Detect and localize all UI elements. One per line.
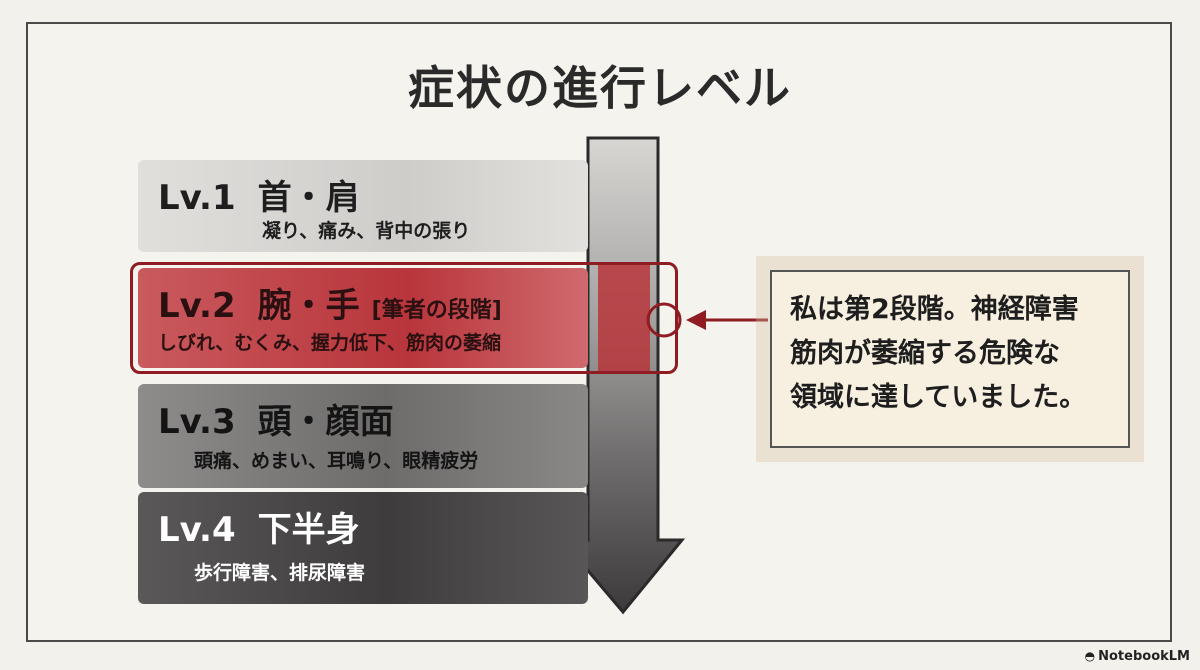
level-1-symptoms: 凝り、痛み、背中の張り	[262, 220, 471, 242]
level-2-label: Lv.2	[158, 286, 236, 326]
level-2-name: 腕・手	[257, 286, 360, 326]
level-1-band: Lv.1 首・肩 凝り、痛み、背中の張り	[138, 160, 588, 252]
level-4-symptoms: 歩行障害、排尿障害	[194, 562, 366, 584]
author-stage-callout: 私は第2段階。神経障害 筋肉が萎縮する危険な 領域に達していました。	[770, 270, 1130, 448]
level-1-label: Lv.1	[158, 178, 236, 218]
callout-line-3: 領域に達していました。	[790, 382, 1087, 413]
level-3-symptoms: 頭痛、めまい、耳鳴り、眼精疲労	[194, 450, 479, 472]
callout-line-2: 筋肉が萎縮する危険な	[790, 338, 1060, 369]
callout-line-1: 私は第2段階。神経障害	[790, 294, 1079, 325]
slide-title: 症状の進行レベル	[408, 61, 792, 115]
level-4-name: 下半身	[257, 510, 360, 550]
level-1-name: 首・肩	[257, 178, 360, 218]
notebooklm-logo-icon: ◓	[1084, 649, 1096, 663]
level-3-label: Lv.3	[158, 402, 236, 442]
brand-watermark: ◓NotebookLM	[1085, 649, 1190, 664]
level-4-label: Lv.4	[158, 510, 236, 550]
level-2-band: Lv.2 腕・手 [筆者の段階] しびれ、むくみ、握力低下、筋肉の萎縮	[138, 268, 588, 368]
level-2-symptoms: しびれ、むくみ、握力低下、筋肉の萎縮	[158, 332, 501, 354]
brand-label: NotebookLM	[1098, 649, 1190, 664]
level-2-note: [筆者の段階]	[371, 298, 502, 323]
level-3-band: Lv.3 頭・顔面 頭痛、めまい、耳鳴り、眼精疲労	[138, 384, 588, 488]
level-3-name: 頭・顔面	[257, 402, 394, 442]
current-stage-highlight	[130, 262, 678, 374]
level-4-band: Lv.4 下半身 歩行障害、排尿障害	[138, 492, 588, 604]
